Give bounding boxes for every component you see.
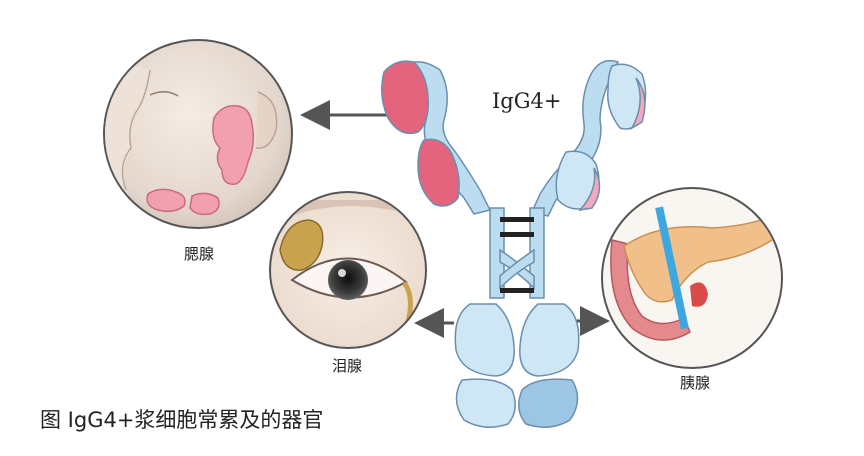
pancreas-illustration [601, 187, 783, 369]
label-lacrimal: 泪腺 [332, 357, 363, 375]
duodenum-shape [610, 239, 691, 341]
salivary-gland-illustration [103, 39, 293, 229]
igg4-antibody [381, 59, 647, 428]
antibody-title: IgG4+ [492, 89, 562, 113]
label-pancreas: 胰腺 [680, 374, 711, 392]
label-salivary: 腮腺 [184, 245, 215, 263]
submandibular-gland-shape [146, 188, 186, 213]
lacrimal-gland-illustration [269, 191, 427, 349]
left-light-chain [381, 60, 429, 135]
parotid-gland-shape [212, 105, 255, 185]
figure-caption: 图 IgG4+浆细胞常累及的器官 [40, 408, 324, 432]
lacrimal-gland-shape [279, 219, 324, 271]
